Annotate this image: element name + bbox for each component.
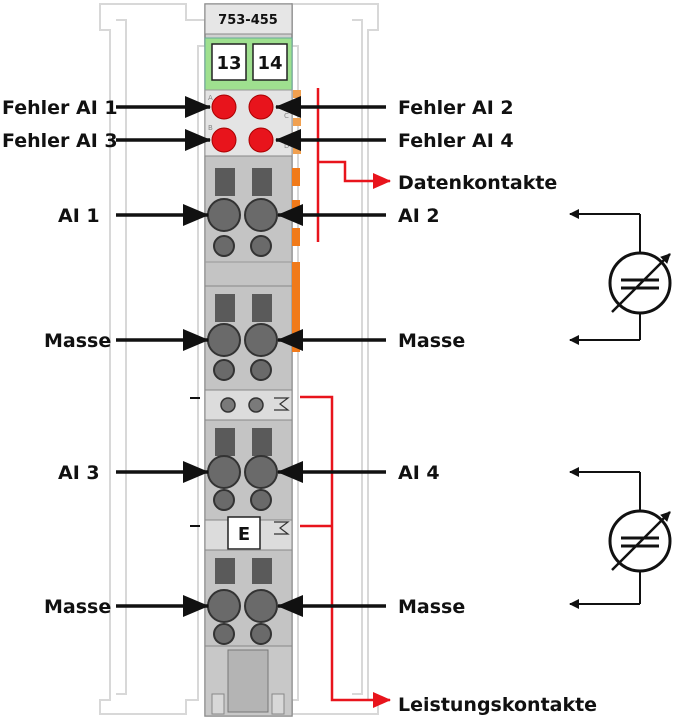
connector-block-2 — [204, 285, 293, 391]
label-fehler-ai1: Fehler AI 1 — [2, 97, 118, 119]
module-foot — [204, 645, 293, 717]
label-ai2: AI 2 — [398, 205, 440, 227]
label-masse-right-1: Masse — [398, 330, 465, 352]
connector-block-1 — [204, 155, 293, 287]
terminal-masse-2-left — [207, 589, 241, 623]
label-ai3: AI 3 — [58, 462, 100, 484]
terminal-ai2 — [244, 198, 278, 232]
sensor-symbol-1 — [569, 209, 672, 345]
led-fehler-ai2 — [248, 94, 274, 120]
led-fehler-ai3 — [211, 127, 237, 153]
labels: Fehler AI 1 Fehler AI 3 Fehler AI 2 Fehl… — [2, 97, 597, 716]
terminal-ai3 — [207, 455, 241, 489]
power-contact-strip-2: E — [190, 516, 293, 551]
terminal-14-box — [252, 43, 288, 81]
terminal-13-box — [211, 43, 247, 81]
terminal-masse-2-right — [244, 589, 278, 623]
housing-outline — [99, 3, 379, 715]
label-fehler-ai3: Fehler AI 3 — [2, 130, 118, 152]
label-leistungskontakte: Leistungskontakte — [398, 694, 597, 716]
connector-block-4 — [204, 549, 293, 647]
led-mark-d: D — [284, 142, 289, 150]
terminal-13-label: 13 — [216, 53, 241, 74]
label-ai4: AI 4 — [398, 462, 440, 484]
terminal-14-label: 14 — [257, 53, 282, 74]
data-contacts — [292, 90, 301, 352]
connector-block-3 — [204, 419, 293, 521]
led-mark-c: C — [284, 112, 289, 120]
power-contact-strip-1 — [190, 389, 293, 421]
label-fehler-ai4: Fehler AI 4 — [398, 130, 514, 152]
led-mark-a: A — [208, 94, 213, 102]
signal-arrows — [116, 96, 386, 617]
terminal-ai1 — [207, 198, 241, 232]
terminal-ai4 — [244, 455, 278, 489]
module-head — [204, 3, 293, 35]
part-number: 753-455 — [218, 13, 278, 28]
led-fehler-ai4 — [248, 127, 274, 153]
label-masse-left-1: Masse — [44, 330, 111, 352]
led-mark-b: B — [208, 124, 213, 132]
sensor-symbol-2 — [569, 467, 672, 609]
marker-e-label: E — [238, 524, 250, 545]
terminal-masse-1-right — [244, 323, 278, 357]
label-ai1: AI 1 — [58, 205, 100, 227]
data-contact-indicator — [316, 88, 391, 242]
label-datenkontakte: Datenkontakte — [398, 172, 557, 194]
power-contact-indicator — [300, 395, 391, 708]
terminal-masse-1-left — [207, 323, 241, 357]
led-fehler-ai1 — [211, 94, 237, 120]
marker-e-box — [227, 516, 261, 550]
label-fehler-ai2: Fehler AI 2 — [398, 97, 514, 119]
io-module: 753-455 13 14 A C B D — [190, 3, 293, 717]
label-masse-left-2: Masse — [44, 596, 111, 618]
label-masse-right-2: Masse — [398, 596, 465, 618]
